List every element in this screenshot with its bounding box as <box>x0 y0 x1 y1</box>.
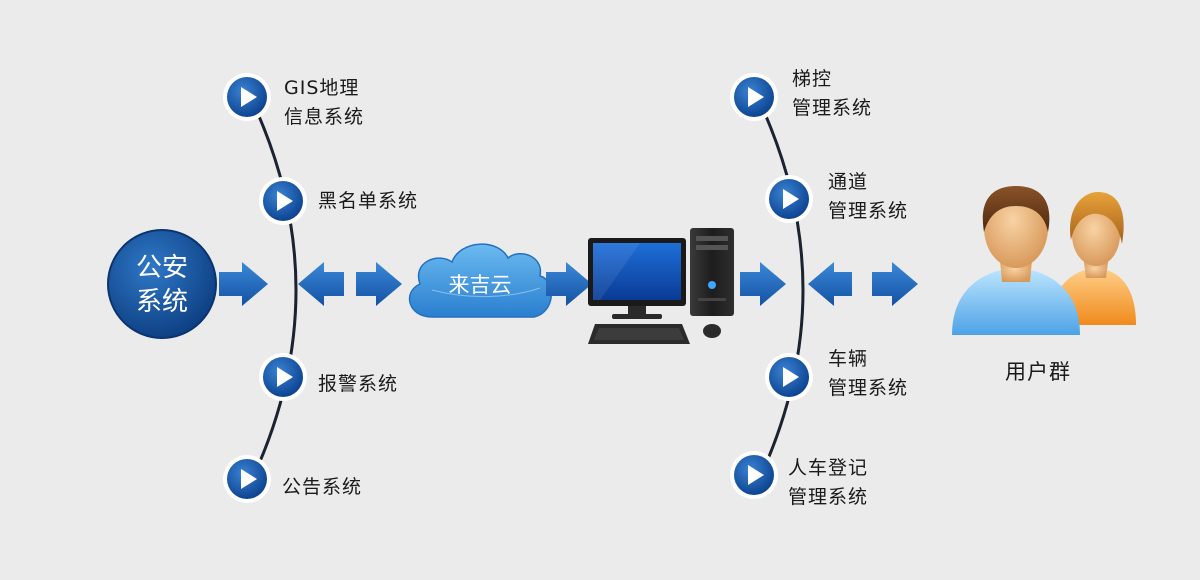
left-label-gis-line1: GIS地理 <box>284 77 360 99</box>
right-label-vehicle-line2: 管理系统 <box>828 377 909 399</box>
left-label-notice-line1: 公告系统 <box>282 476 363 498</box>
right-label-elevator-line2: 管理系统 <box>792 97 873 119</box>
right-label-elevator-line1: 梯控 <box>792 68 833 90</box>
right-label-passage-line1: 通道 <box>828 171 869 193</box>
arrow-cloud-to-computer <box>546 262 592 306</box>
left-label-blacklist: 黑名单系统 <box>318 187 418 216</box>
double-arrow-left <box>298 262 402 306</box>
police-label-line2: 系统 <box>136 287 188 317</box>
right-node-registration-play-icon <box>730 451 778 499</box>
left-node-notice-play-icon <box>223 455 271 503</box>
right-label-registration-line2: 管理系统 <box>788 486 869 508</box>
left-label-gis: GIS地理 信息系统 <box>284 74 364 132</box>
arrow-computer-to-arc <box>740 262 786 306</box>
right-label-passage-line2: 管理系统 <box>828 200 909 222</box>
right-arc <box>752 89 805 491</box>
double-arrow-right <box>808 262 918 306</box>
arrow-police-to-arc <box>219 262 268 306</box>
right-label-passage: 通道 管理系统 <box>828 168 908 226</box>
cloud-icon: 来吉云 <box>408 243 553 318</box>
police-label-line1: 公安 <box>136 253 188 283</box>
desktop-computer-icon <box>588 228 734 344</box>
right-node-vehicle-play-icon <box>765 353 813 401</box>
left-node-alarm-play-icon <box>259 353 307 401</box>
cloud-label: 来吉云 <box>449 273 512 297</box>
left-node-gis-play-icon <box>223 73 271 121</box>
right-label-registration-line1: 人车登记 <box>788 457 869 479</box>
left-label-alarm: 报警系统 <box>318 370 398 399</box>
right-label-elevator: 梯控 管理系统 <box>792 65 872 123</box>
users-label-text: 用户群 <box>1005 360 1071 384</box>
left-label-gis-line2: 信息系统 <box>284 106 365 128</box>
user-group-icon <box>952 186 1136 335</box>
right-label-vehicle-line1: 车辆 <box>828 348 869 370</box>
left-label-blacklist-line1: 黑名单系统 <box>318 190 419 212</box>
left-arc <box>245 89 298 491</box>
left-label-alarm-line1: 报警系统 <box>318 373 399 395</box>
right-node-passage-play-icon <box>765 175 813 223</box>
police-system-icon: 公安 系统 <box>107 229 217 339</box>
right-label-registration: 人车登记 管理系统 <box>788 454 868 512</box>
users-label: 用户群 <box>1005 358 1071 387</box>
right-label-vehicle: 车辆 管理系统 <box>828 345 908 403</box>
left-label-notice: 公告系统 <box>282 473 362 502</box>
right-node-elevator-play-icon <box>730 73 778 121</box>
left-node-blacklist-play-icon <box>259 177 307 225</box>
